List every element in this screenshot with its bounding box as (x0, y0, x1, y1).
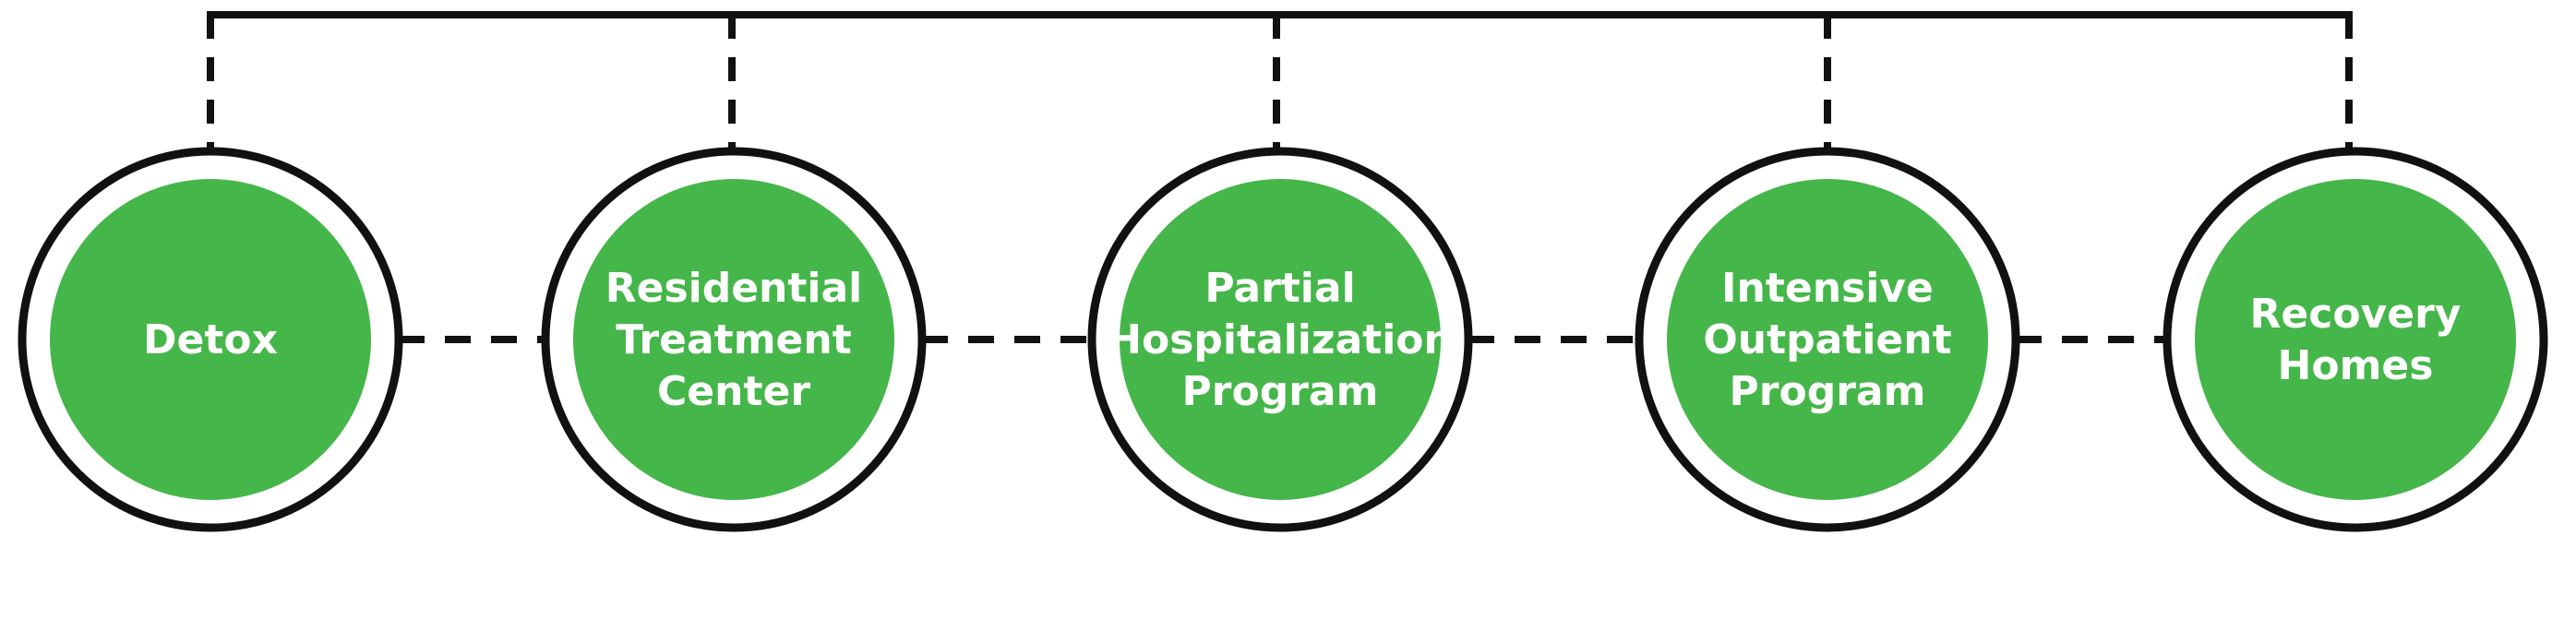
node-fill-circle (2195, 179, 2516, 500)
node-label-line: Detox (143, 316, 278, 363)
node-label-line: Partial (1204, 265, 1355, 312)
node-label-line: Treatment (616, 316, 852, 363)
node-label-line: Program (1730, 368, 1926, 415)
node-label-line: Hospitalization (1108, 316, 1453, 363)
node-label-line: Intensive (1721, 265, 1934, 312)
top-connector-group (207, 11, 2353, 151)
node-fill-circle (1120, 179, 1441, 500)
node-label-line: Outpatient (1703, 316, 1951, 363)
node-detox: Detox (18, 147, 403, 532)
node-fill-circle (1667, 179, 1988, 500)
nodes-group: DetoxResidentialTreatmentCenterPartialHo… (18, 147, 2548, 532)
node-label-line: Homes (2278, 342, 2434, 389)
node-label-line: Residential (605, 265, 863, 312)
node-fill-circle (573, 179, 894, 500)
node-label-line: Center (657, 368, 810, 415)
node-label-line: Recovery (2250, 291, 2462, 338)
node-label-line: Program (1182, 368, 1379, 415)
node-fill-circle (50, 179, 371, 500)
